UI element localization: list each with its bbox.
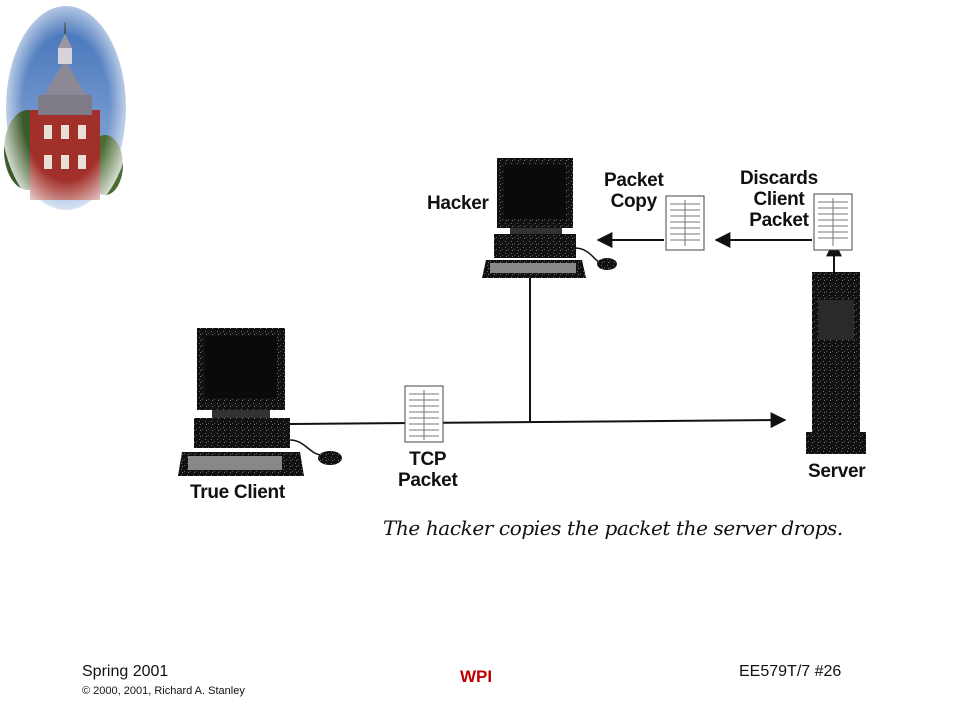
server-label: Server <box>808 461 866 482</box>
logo-photo <box>0 0 132 218</box>
footer-slide-number: EE579T/7 #26 <box>739 663 842 680</box>
true-client-label: True Client <box>190 482 285 503</box>
diagram-caption: The hacker copies the packet the server … <box>383 516 843 540</box>
tcp-packet-icon <box>404 385 444 443</box>
footer-copyright: © 2000, 2001, Richard A. Stanley <box>82 685 245 697</box>
discarded-packet-icon <box>813 193 853 251</box>
footer-institution: WPI <box>460 667 493 686</box>
hacker-computer <box>482 158 617 278</box>
footer-semester: Spring 2001 <box>82 663 169 680</box>
server-tower <box>806 272 866 454</box>
main-network-line <box>289 412 787 429</box>
packet-copy-icon <box>665 195 705 251</box>
true-client-computer <box>178 328 342 476</box>
hacker-label: Hacker <box>427 193 489 214</box>
